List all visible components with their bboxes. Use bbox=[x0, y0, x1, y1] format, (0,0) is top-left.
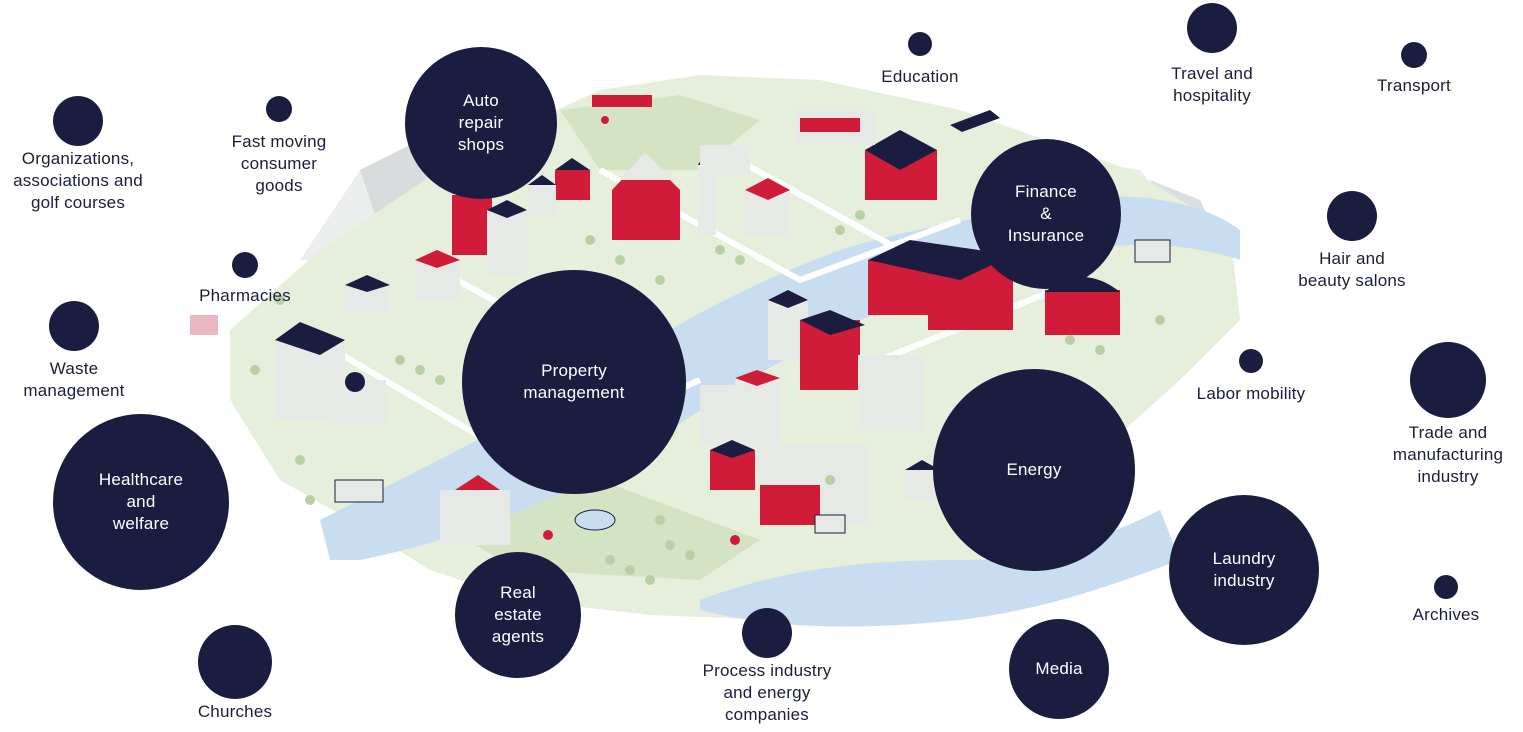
industry-dot-healthcare[interactable] bbox=[53, 414, 229, 590]
industry-label-laundry: Laundry industry bbox=[1212, 549, 1276, 590]
industry-label-education: Education bbox=[881, 67, 959, 86]
industry-label-media: Media bbox=[1035, 659, 1083, 678]
industry-dot-media[interactable] bbox=[1009, 619, 1109, 719]
industry-dot-auto-repair[interactable] bbox=[405, 47, 557, 199]
buildings bbox=[190, 95, 1171, 545]
industry-dot-trade[interactable] bbox=[1410, 342, 1486, 418]
industry-dot-waste[interactable] bbox=[49, 301, 99, 351]
industry-dot-archives[interactable] bbox=[1434, 575, 1458, 599]
industry-dot-travel[interactable] bbox=[1187, 3, 1237, 53]
industry-label-energy: Energy bbox=[1006, 460, 1062, 479]
industry-dot-organizations[interactable] bbox=[53, 96, 103, 146]
industry-label-hair-beauty: Hair and beauty salons bbox=[1298, 249, 1406, 290]
industry-label-archives: Archives bbox=[1412, 605, 1480, 624]
red-trees bbox=[543, 116, 740, 545]
industry-label-waste: Waste management bbox=[23, 359, 125, 400]
industry-label-labor: Labor mobility bbox=[1196, 384, 1306, 403]
industry-dot-education[interactable] bbox=[908, 32, 932, 56]
industry-dot-energy[interactable] bbox=[933, 369, 1135, 571]
industry-dot-labor[interactable] bbox=[1239, 349, 1263, 373]
industry-label-organizations: Organizations, associations and golf cou… bbox=[13, 149, 143, 212]
industry-label-healthcare: Healthcare and welfare bbox=[98, 470, 184, 533]
industry-dot-finance[interactable] bbox=[971, 139, 1121, 289]
industry-label-real-estate: Real estate agents bbox=[491, 583, 545, 646]
industry-label-transport: Transport bbox=[1377, 76, 1451, 95]
industry-label-finance: Finance & Insurance bbox=[1007, 182, 1085, 245]
industry-label-trade: Trade and manufacturing industry bbox=[1392, 423, 1504, 486]
industry-label-churches: Churches bbox=[197, 702, 273, 721]
industry-dot-property[interactable] bbox=[462, 270, 686, 494]
industry-dot-laundry[interactable] bbox=[1169, 495, 1319, 645]
industry-dot-pharmacies[interactable] bbox=[232, 252, 258, 278]
industry-dot-hair-beauty[interactable] bbox=[1327, 191, 1377, 241]
industry-label-property: Property management bbox=[523, 361, 625, 402]
industry-dot-process[interactable] bbox=[742, 608, 792, 658]
industry-label-process: Process industry and energy companies bbox=[702, 661, 832, 724]
industry-dot-fmcg[interactable] bbox=[266, 96, 292, 122]
industry-label-fmcg: Fast moving consumer goods bbox=[231, 132, 327, 195]
industry-dot-churches[interactable] bbox=[198, 625, 272, 699]
trees bbox=[250, 210, 1165, 585]
industry-dot-real-estate[interactable] bbox=[455, 552, 581, 678]
industry-label-pharmacies: Pharmacies bbox=[199, 286, 291, 305]
industry-dot-transport[interactable] bbox=[1401, 42, 1427, 68]
industry-label-auto-repair: Auto repair shops bbox=[457, 91, 505, 154]
industry-label-travel: Travel and hospitality bbox=[1171, 64, 1253, 105]
